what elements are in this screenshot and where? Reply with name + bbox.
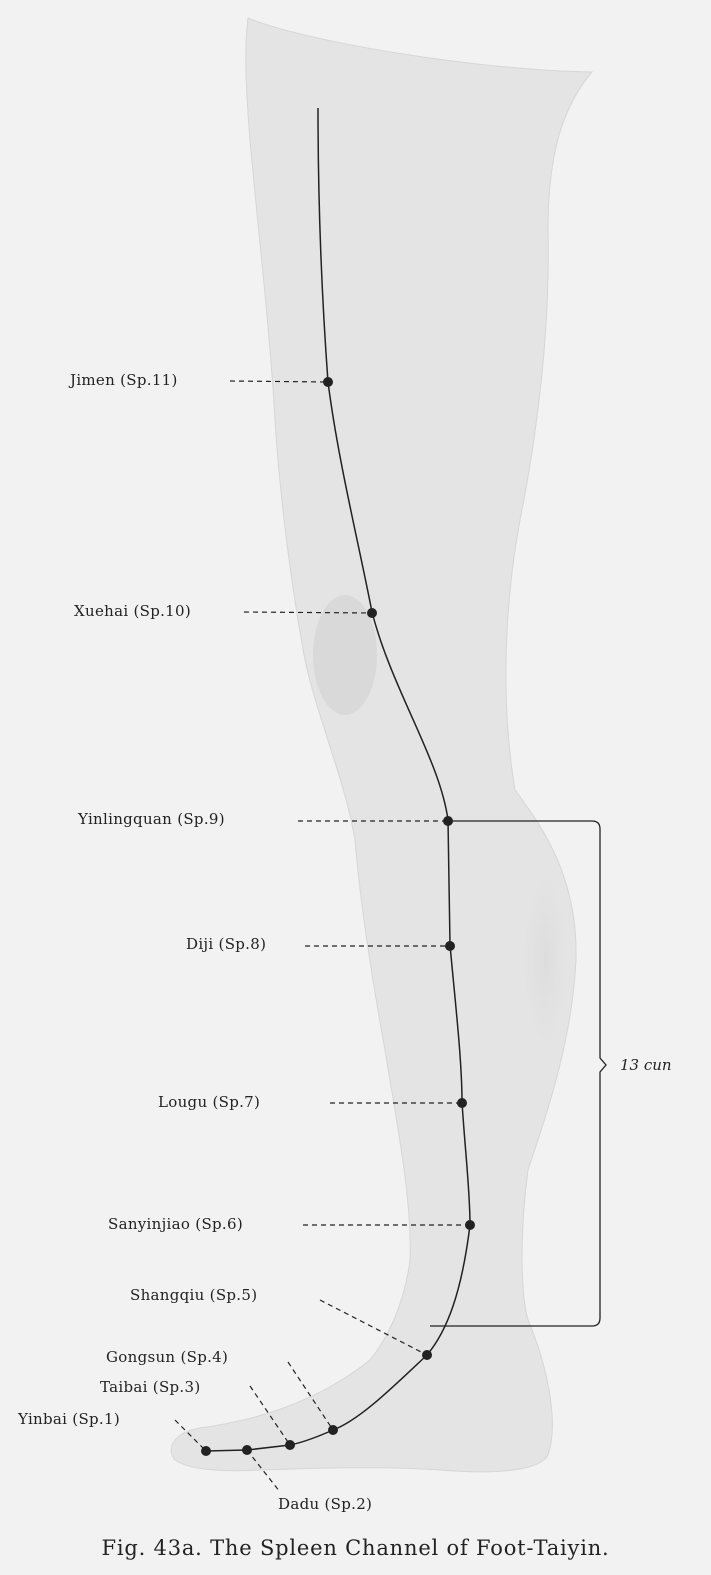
point-sp1 [201, 1446, 211, 1456]
measure-label: 13 cun [620, 1056, 672, 1074]
point-sp5 [422, 1350, 432, 1360]
point-sp7 [457, 1098, 467, 1108]
label-sp8: Diji (Sp.8) [186, 935, 266, 953]
point-sp10 [367, 608, 377, 618]
label-sp3: Taibai (Sp.3) [100, 1378, 200, 1396]
label-sp7: Lougu (Sp.7) [158, 1093, 260, 1111]
label-sp5: Shangqiu (Sp.5) [130, 1286, 257, 1304]
label-sp11: Jimen (Sp.11) [70, 371, 178, 389]
figure-caption: Fig. 43a. The Spleen Channel of Foot-Tai… [0, 1536, 711, 1560]
point-sp3 [285, 1440, 295, 1450]
leg-shape [171, 18, 592, 1472]
point-sp4 [328, 1425, 338, 1435]
label-sp2: Dadu (Sp.2) [278, 1495, 372, 1513]
point-sp8 [445, 941, 455, 951]
point-sp2 [242, 1445, 252, 1455]
label-sp1: Yinbai (Sp.1) [18, 1410, 120, 1428]
label-sp9: Yinlingquan (Sp.9) [78, 810, 225, 828]
point-sp11 [323, 377, 333, 387]
label-sp4: Gongsun (Sp.4) [106, 1348, 228, 1366]
label-sp10: Xuehai (Sp.10) [74, 602, 191, 620]
label-sp6: Sanyinjiao (Sp.6) [108, 1215, 243, 1233]
point-sp6 [465, 1220, 475, 1230]
calf-shade [517, 850, 573, 1070]
